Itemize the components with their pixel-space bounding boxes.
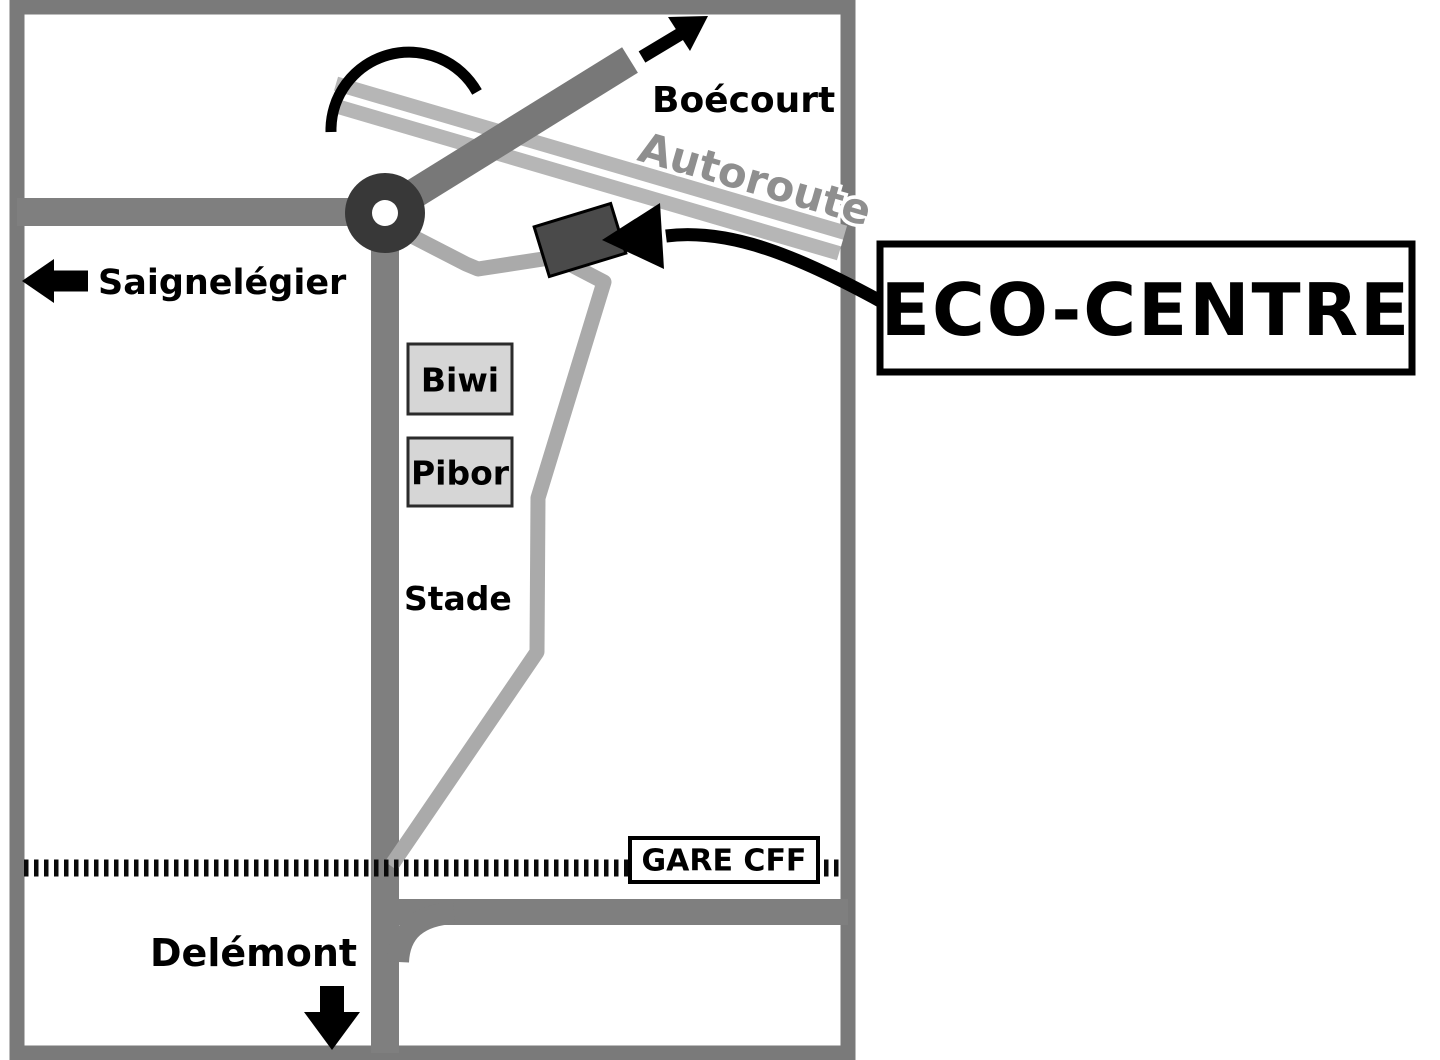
biwi-box	[406, 342, 514, 416]
gare-cff-box	[628, 836, 820, 884]
biwi-label: Biwi	[421, 361, 499, 400]
overpass-bridge-icon	[325, 46, 482, 133]
pibor-box	[406, 436, 514, 508]
eco-centre-pointer-curve	[665, 228, 886, 308]
eco-centre-callout-box	[876, 240, 1416, 376]
autoroute-centerline	[332, 90, 843, 247]
eco-centre-building	[532, 201, 628, 279]
delemont-label: Delémont	[150, 931, 357, 975]
boecourt-arrow-icon	[668, 16, 708, 51]
eco-centre-pointer-arrow-icon	[602, 203, 664, 269]
saignelegier-label: Saignelégier	[98, 263, 347, 303]
pibor-label: Pibor	[411, 454, 510, 493]
boecourt-label: Boécourt	[652, 80, 835, 121]
eco-centre-label: ECO-CENTRE	[881, 268, 1411, 352]
stade-label: Stade	[404, 579, 512, 618]
eco-centre-access-road	[384, 223, 612, 871]
saignelegier-arrow-icon	[22, 259, 54, 303]
roundabout-center	[372, 200, 398, 226]
boecourt-arrow-shaft	[638, 27, 686, 63]
station-road-junction-curve	[387, 902, 455, 964]
delemont-arrow-icon	[304, 1012, 360, 1050]
gare-cff-label: GARE CFF	[642, 844, 807, 879]
